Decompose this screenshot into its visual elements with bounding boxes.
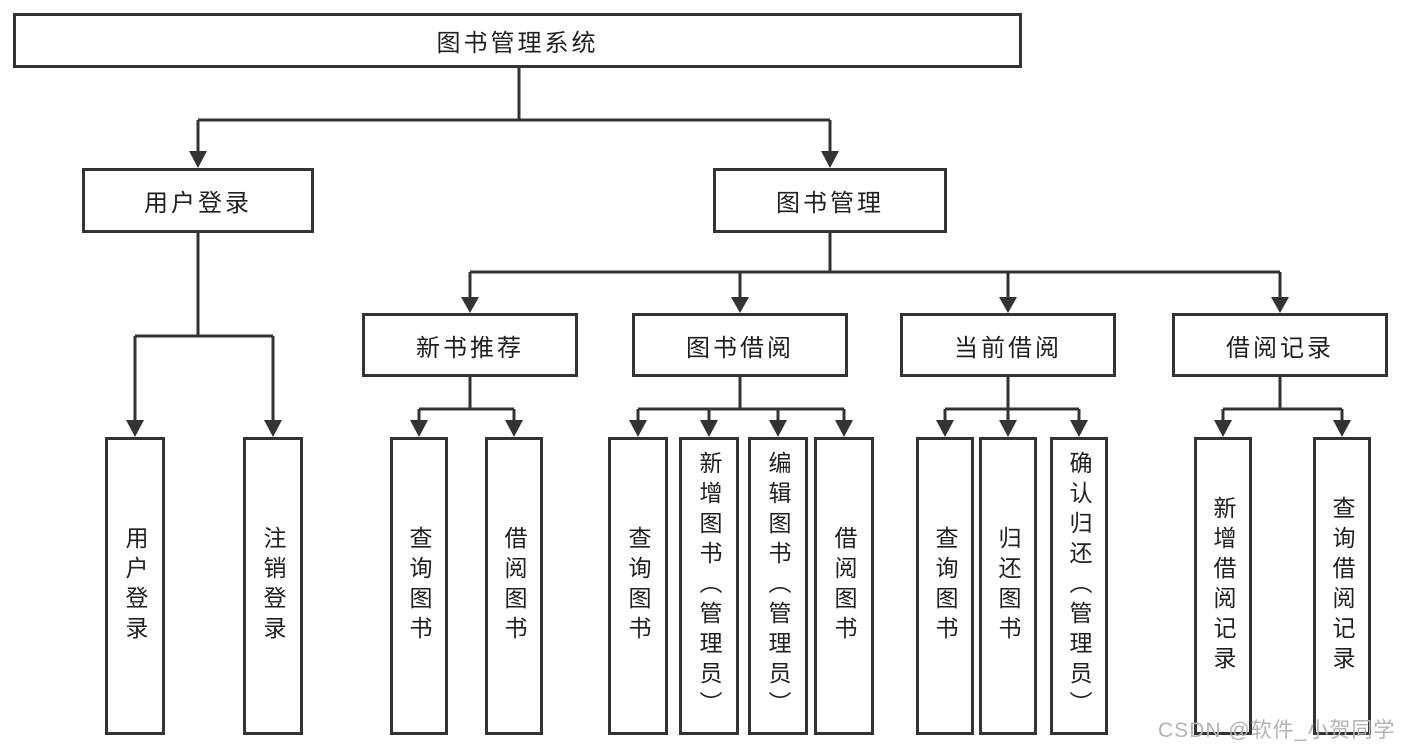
leaf-return-book: 归还图书 — [979, 437, 1037, 735]
leaf-logout: 注销登录 — [243, 437, 303, 735]
leaf-borrow-books: 借阅图书 — [814, 437, 874, 735]
arrowhead-icon — [700, 420, 718, 437]
node-current-borrow: 当前借阅 — [900, 313, 1116, 377]
leaf-confirm-return-admin: 确认归还（管理员） — [1050, 437, 1108, 735]
arrowhead-icon — [1070, 420, 1088, 437]
node-user-login: 用户登录 — [82, 168, 314, 233]
arrowhead-icon — [999, 420, 1017, 437]
node-borrow-records-label: 借阅记录 — [1226, 334, 1334, 362]
leaf-borrow-books-recommend-label: 借阅图书 — [501, 526, 527, 646]
node-book-management-label: 图书管理 — [776, 190, 884, 217]
leaf-query-books-current: 查询图书 — [916, 437, 974, 735]
leaf-query-books-current-label: 查询图书 — [932, 526, 958, 646]
leaf-borrow-books-label: 借阅图书 — [831, 526, 857, 646]
arrowhead-icon — [835, 420, 853, 437]
leaf-user-login-label: 用户登录 — [122, 526, 148, 646]
arrowhead-icon — [1214, 420, 1232, 437]
arrowhead-icon — [629, 420, 647, 437]
node-current-borrow-label: 当前借阅 — [954, 334, 1062, 362]
arrowhead-icon — [126, 420, 144, 437]
node-root: 图书管理系统 — [13, 13, 1022, 68]
leaf-edit-book-admin: 编辑图书（管理员） — [748, 437, 808, 735]
leaf-query-books-recommend-label: 查询图书 — [406, 526, 432, 646]
watermark: CSDN @软件_小贺同学 — [1158, 719, 1396, 742]
node-book-borrow: 图书借阅 — [632, 313, 848, 377]
arrowhead-icon — [1271, 297, 1289, 313]
arrowhead-icon — [189, 151, 207, 168]
arrowhead-icon — [999, 297, 1017, 313]
node-book-management: 图书管理 — [713, 168, 947, 233]
leaf-add-borrow-record: 新增借阅记录 — [1194, 437, 1252, 735]
node-root-label: 图书管理系统 — [436, 30, 599, 57]
leaf-confirm-return-admin-label: 确认归还（管理员） — [1066, 451, 1092, 721]
leaf-query-books-recommend: 查询图书 — [390, 437, 448, 735]
leaf-add-book-admin-label: 新增图书（管理员） — [696, 451, 722, 721]
leaf-query-borrow-record-label: 查询借阅记录 — [1329, 496, 1355, 676]
arrowhead-icon — [264, 420, 282, 437]
leaf-query-books-borrow: 查询图书 — [608, 437, 668, 735]
arrowhead-icon — [461, 297, 479, 313]
arrowhead-icon — [731, 297, 749, 313]
arrowhead-icon — [410, 420, 428, 437]
leaf-query-borrow-record: 查询借阅记录 — [1313, 437, 1371, 735]
leaf-add-borrow-record-label: 新增借阅记录 — [1210, 496, 1236, 676]
leaf-user-login: 用户登录 — [105, 437, 165, 735]
arrowhead-icon — [1333, 420, 1351, 437]
arrowhead-icon — [936, 420, 954, 437]
node-borrow-records: 借阅记录 — [1172, 313, 1388, 377]
leaf-edit-book-admin-label: 编辑图书（管理员） — [765, 451, 791, 721]
leaf-add-book-admin: 新增图书（管理员） — [679, 437, 739, 735]
leaf-return-book-label: 归还图书 — [995, 526, 1021, 646]
arrowhead-icon — [505, 420, 523, 437]
arrowhead-icon — [769, 420, 787, 437]
node-book-borrow-label: 图书借阅 — [686, 334, 794, 362]
leaf-query-books-borrow-label: 查询图书 — [625, 526, 651, 646]
node-user-login-label: 用户登录 — [144, 190, 252, 217]
arrowhead-icon — [821, 151, 839, 168]
node-new-book-recommend: 新书推荐 — [362, 313, 578, 377]
leaf-borrow-books-recommend: 借阅图书 — [485, 437, 543, 735]
leaf-logout-label: 注销登录 — [260, 526, 286, 646]
node-new-book-recommend-label: 新书推荐 — [416, 334, 524, 362]
